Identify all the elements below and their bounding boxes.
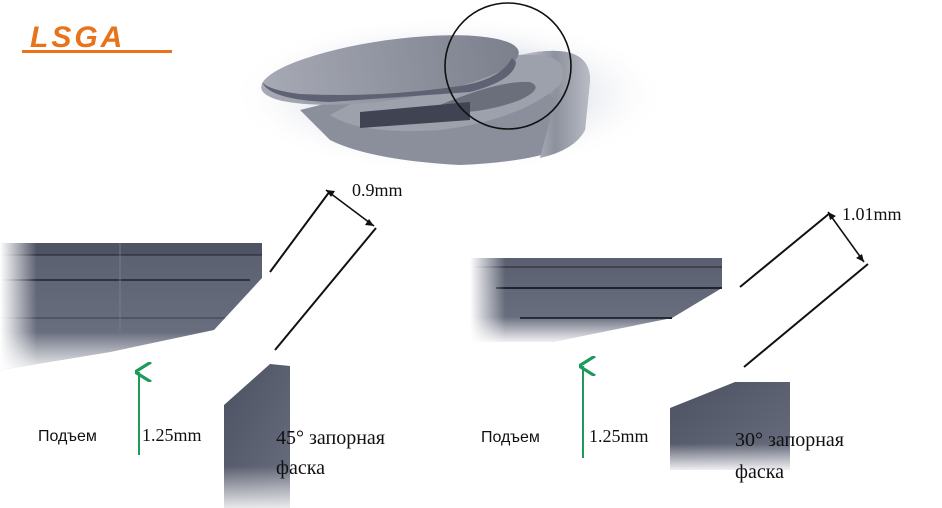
right-ext-line-bottom	[743, 263, 869, 368]
left-dimension-line	[325, 189, 375, 227]
valve-disc-edge	[262, 58, 516, 102]
left-chamfer-dimension: 0.9mm	[352, 180, 403, 200]
logo-text: LSGA	[30, 21, 125, 54]
seat-side-face	[520, 50, 590, 159]
left-detail-45deg: 0.9mm Подъем 1.25mm 45° запорная фаска	[0, 180, 403, 508]
right-seat-section	[670, 382, 790, 470]
right-dimension-line	[827, 211, 865, 263]
left-ext-line-top	[269, 190, 331, 273]
left-lift-label: Подъем	[38, 428, 97, 445]
right-detail-30deg: 1.01mm Подъем 1.25mm 30° запорная фаска	[470, 204, 902, 483]
right-ext-line-top	[739, 212, 831, 288]
right-lift-value: 1.25mm	[589, 426, 649, 446]
left-seat-label-line1: 45° запорная	[276, 427, 385, 449]
right-seat-label-line1: 30° запорная	[735, 429, 844, 451]
right-lift-label: Подъем	[481, 429, 540, 446]
right-dim-arrow-end	[856, 254, 864, 262]
left-valve-section	[0, 243, 262, 370]
gap-shadow	[360, 102, 470, 128]
logo-underline	[22, 50, 172, 53]
lsga-logo: LSGA	[22, 21, 172, 54]
right-dim-arrow-start	[828, 212, 836, 220]
left-seat-label-line2: фаска	[276, 457, 325, 479]
left-lift-value: 1.25mm	[142, 425, 202, 445]
detail-highlight-circle	[444, 2, 572, 130]
valve-3d-render	[230, 2, 670, 175]
right-valve-section	[470, 258, 722, 342]
left-ext-line-bottom	[274, 227, 377, 351]
left-dim-arrow-end	[365, 219, 374, 226]
right-chamfer-dimension: 1.01mm	[842, 204, 902, 224]
left-seat-section	[224, 364, 290, 508]
left-dim-arrow-start	[326, 190, 335, 197]
right-seat-label-line2: фаска	[735, 461, 784, 483]
